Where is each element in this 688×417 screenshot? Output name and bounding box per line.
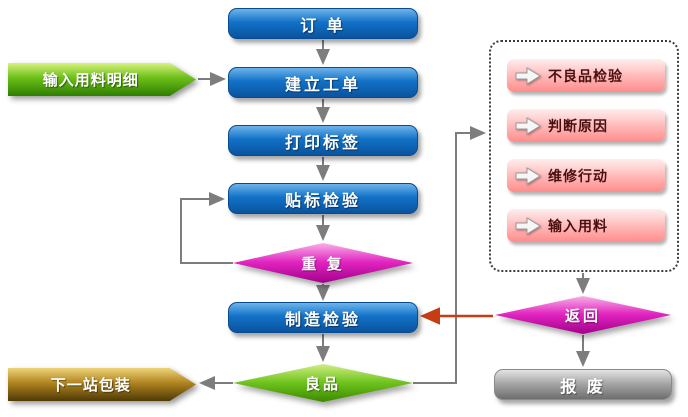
- node-good-label: 良品: [304, 375, 341, 393]
- node-print-label: 打印标签: [228, 125, 418, 156]
- node-return-decision: 返回: [495, 296, 671, 334]
- node-print-label-label: 打印标签: [284, 134, 361, 152]
- node-label-inspection-label: 贴标检验: [284, 192, 361, 210]
- node-next-station-packaging: 下一站包装: [8, 368, 196, 401]
- defect-item-label: 输入用料: [548, 217, 608, 234]
- defect-item-label: 不良品检验: [548, 67, 623, 84]
- arrow-3d-icon: [515, 116, 541, 135]
- node-scrap-label: 报 废: [560, 378, 606, 396]
- defect-panel: 不良品检验 判断原因 维修行动 输入用料: [489, 40, 679, 272]
- node-next-station-packaging-label: 下一站包装: [50, 377, 131, 394]
- defect-item-material: 输入用料: [507, 209, 665, 242]
- arrow-repeat-loop-to-labelinspection: [180, 192, 233, 264]
- node-good-decision: 良品: [233, 364, 413, 402]
- node-create-work-order-label: 建立工单: [284, 76, 361, 94]
- repeat-diamond-shape: 重 复: [233, 243, 413, 283]
- node-input-material-detail: 输入用料明细: [8, 63, 196, 96]
- node-order: 订 单: [228, 8, 418, 39]
- good-diamond-shape: 良品: [233, 364, 413, 402]
- arrow-3d-icon: [515, 166, 541, 185]
- node-repeat-label: 重 复: [301, 255, 345, 273]
- arrow-3d-icon: [515, 216, 541, 235]
- packaging-shape: 下一站包装: [8, 368, 196, 401]
- node-return-label: 返回: [564, 307, 601, 325]
- node-manufacturing-inspection-label: 制造检验: [284, 311, 361, 329]
- return-diamond-shape: 返回: [495, 296, 671, 334]
- node-manufacturing-inspection: 制造检验: [228, 302, 418, 333]
- node-scrap: 报 废: [494, 369, 672, 400]
- defect-item-cause: 判断原因: [507, 109, 665, 142]
- defect-item-label: 判断原因: [548, 117, 608, 134]
- node-label-inspection: 贴标检验: [228, 183, 418, 214]
- defect-item-label: 维修行动: [548, 167, 608, 184]
- defect-item-repair: 维修行动: [507, 159, 665, 192]
- arrow-good-to-defect-panel: [413, 126, 486, 384]
- node-input-material-detail-label: 输入用料明细: [42, 72, 139, 89]
- defect-item-inspection: 不良品检验: [507, 59, 665, 92]
- input-material-shape: 输入用料明细: [8, 63, 196, 96]
- node-order-label: 订 单: [300, 17, 346, 35]
- arrow-3d-icon: [515, 66, 541, 85]
- node-repeat-decision: 重 复: [233, 243, 413, 283]
- node-create-work-order: 建立工单: [228, 67, 418, 98]
